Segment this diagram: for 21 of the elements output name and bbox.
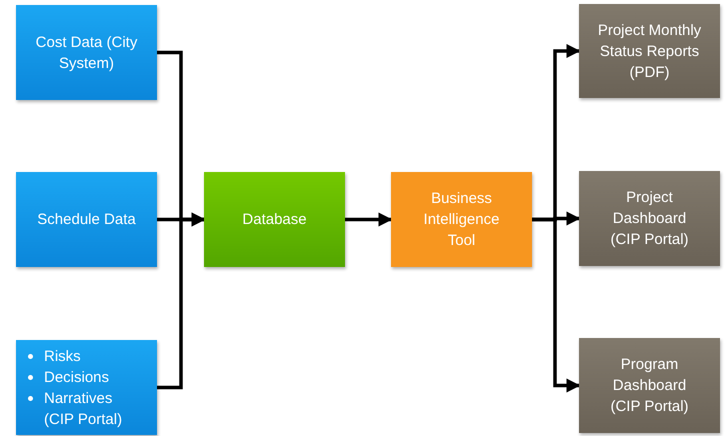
output-box <box>579 4 720 98</box>
source-box <box>16 5 157 100</box>
arrow <box>532 218 580 392</box>
arrow <box>157 212 206 390</box>
box-label: Program Dashboard (CIP Portal) <box>609 355 690 417</box>
box-label: Project Monthly Status Reports (PDF) <box>596 20 702 82</box>
box-label: Project Dashboard (CIP Portal) <box>609 188 690 250</box>
box-label: Database <box>242 210 307 230</box>
list-item: Risks <box>44 346 81 366</box>
tool-box <box>391 172 532 267</box>
box-label: Schedule Data <box>37 210 136 230</box>
box-label: Business Intelligence Tool <box>422 189 500 251</box>
box-label: Cost Data (City System) <box>34 32 138 74</box>
source-box <box>16 172 157 267</box>
list-item: Narratives (CIP Portal) <box>44 388 124 430</box>
list-item: Decisions <box>44 368 110 388</box>
output-box <box>579 171 720 266</box>
source-box <box>16 340 157 435</box>
output-box <box>579 338 720 433</box>
arrow <box>345 212 392 226</box>
database-box <box>204 172 345 267</box>
